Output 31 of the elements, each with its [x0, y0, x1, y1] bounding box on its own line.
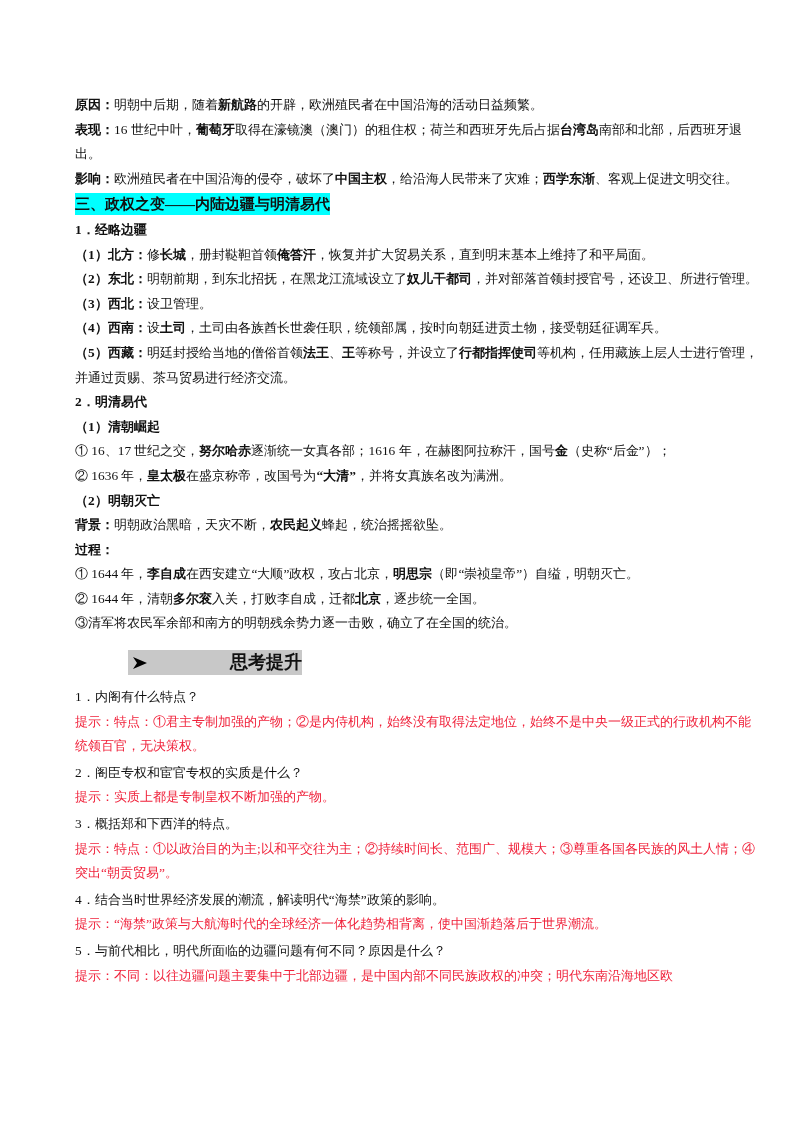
- text-paragraph: ③清军将农民军余部和南方的明朝残余势力逐一击败，确立了在全国的统治。: [75, 614, 518, 633]
- question-text: 2．阁臣专权和宦官专权的实质是什么？: [75, 763, 304, 782]
- text-paragraph: ① 16、17 世纪之交，努尔哈赤逐渐统一女真各部；1616 年，在赫图阿拉称汗，国号金（史称“后金”）；: [75, 442, 672, 461]
- text-paragraph: （5）西藏：明廷封授给当地的僧俗首领法王、王等称号，并设立了行都指挥使司等机构，任用藏族上层人士进行管理，并通过贡赐、茶马贸易进行经济交流。: [75, 343, 759, 387]
- hint-text: 提示：不同：以往边疆问题主要集中于北部边疆，是中国内部不同民族政权的冲突；明代东南沿海地区欧: [75, 966, 674, 985]
- text-paragraph: 背景：明朝政治黑暗，天灾不断，农民起义蜂起，统治摇摇欲坠。: [75, 516, 453, 535]
- hint-text: 提示：特点：①以政治目的为主;以和平交往为主；②持续时间长、范围广、规模大；③尊重各国各民族的风土人情；④突出“朝贡贸易”。: [75, 839, 756, 883]
- banner-title: 思考提升: [230, 651, 302, 675]
- question-text: 4．结合当时世界经济发展的潮流，解读明代“海禁”政策的影响。: [75, 890, 446, 909]
- subheading: （2）明朝灭亡: [75, 491, 161, 510]
- question-text: 5．与前代相比，明代所面临的边疆问题有何不同？原因是什么？: [75, 942, 447, 960]
- subheading: 1．经略边疆: [75, 220, 148, 239]
- text-paragraph: （4）西南：设土司，土司由各族酋长世袭任职，统领部属，按时向朝廷进贡土物，接受朝廷征调军兵。: [75, 319, 668, 338]
- text-paragraph: ① 1644 年，李自成在西安建立“大顺”政权，攻占北京，明思宗（即“崇祯皇帝”）自缢，明朝灭亡。: [75, 565, 641, 584]
- text-paragraph: （3）西北：设卫管理。: [75, 294, 213, 313]
- text-paragraph: （2）东北：明朝前期，到东北招抚，在黑龙江流域设立了奴儿干都司，并对部落首领封授官号，还设卫、所进行管理。: [75, 270, 759, 289]
- text-paragraph: ② 1636 年，皇太极在盛京称帝，改国号为“大清”，并将女真族名改为满洲。: [75, 466, 513, 485]
- hint-text: 提示：实质上都是专制皇权不断加强的产物。: [75, 788, 336, 807]
- text-paragraph: （1）北方：修长城，册封鞑靼首领俺答汗，恢复并扩大贸易关系，直到明末基本上维持了和平局面。: [75, 245, 655, 264]
- text-paragraph: ② 1644 年，清朝多尔衮入关，打败李自成，迁都北京，逐步统一全国。: [75, 589, 487, 608]
- hint-text: 提示：特点：①君主专制加强的产物；②是内侍机构，始终没有取得法定地位，始终不是中央一级正式的行政机构不能统领百官，无决策权。: [75, 712, 752, 756]
- text-paragraph: 影响：欧洲殖民者在中国沿海的侵夺，破坏了中国主权，给沿海人民带来了灾难；西学东渐、客观上促进文明交往。: [75, 169, 739, 188]
- hint-text: 提示：“海禁”政策与大航海时代的全球经济一体化趋势相背离，使中国渐趋落后于世界潮流。: [75, 915, 608, 934]
- question-text: 1．内阁有什么特点？: [75, 688, 200, 707]
- text-paragraph: 原因：明朝中后期，随着新航路的开辟，欧洲殖民者在中国沿海的活动日益频繁。: [75, 96, 544, 114]
- subheading: 过程：: [75, 540, 115, 559]
- question-text: 3．概括郑和下西洋的特点。: [75, 815, 239, 834]
- subheading: 2．明清易代: [75, 393, 148, 412]
- text-paragraph: 表现：16 世纪中叶，葡萄牙取得在濠镜澳（澳门）的租住权；荷兰和西班牙先后占据台湾岛南部和北部，后西班牙退出。: [75, 120, 743, 164]
- section-heading: 三、政权之变——内陆边疆与明清易代: [75, 193, 330, 216]
- subheading: （1）清朝崛起: [75, 417, 161, 436]
